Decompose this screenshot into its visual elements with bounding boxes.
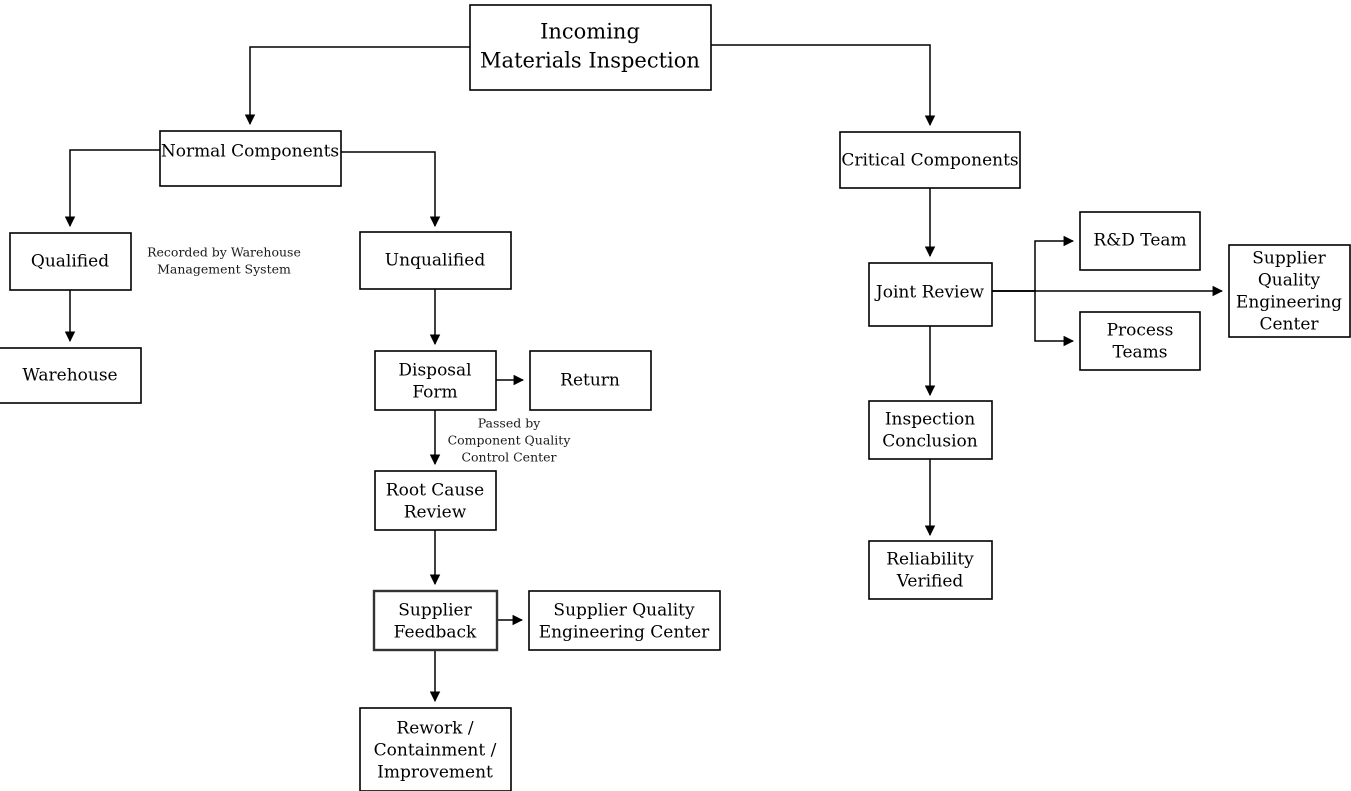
- node-supplier-feedback[interactable]: Supplier Feedback: [372, 589, 499, 652]
- node-process-teams-label-line1: Process: [1107, 321, 1174, 341]
- node-rnd-team[interactable]: R&D Team: [1079, 211, 1201, 271]
- node-supplier-feedback-label-line1: Supplier: [398, 601, 472, 621]
- node-sqec-right-label-line3: Engineering: [1236, 293, 1342, 313]
- node-normal-components-box[interactable]: [159, 130, 342, 187]
- node-normal-components-label: Normal Components: [161, 142, 339, 162]
- node-incoming-label-line2: Materials Inspection: [480, 49, 700, 73]
- node-qualified-label: Qualified: [31, 252, 109, 272]
- node-critical-components-label: Critical Components: [841, 151, 1018, 171]
- node-rework-label-line3: Improvement: [377, 763, 493, 783]
- edge-labels-layer: Recorded by Warehouse Management System …: [147, 245, 571, 465]
- node-rework-label-line1: Rework /: [396, 719, 473, 739]
- node-return-label: Return: [560, 371, 620, 391]
- node-root-cause-review-label-line1: Root Cause: [386, 481, 484, 501]
- node-joint-review[interactable]: Joint Review: [868, 262, 993, 327]
- node-root-cause-review-label-line2: Review: [404, 503, 467, 523]
- node-incoming-box[interactable]: [469, 4, 712, 91]
- node-disposal-form-label-line1: Disposal: [398, 361, 471, 381]
- node-root-cause-review-box[interactable]: [374, 470, 497, 531]
- edges-layer: [64, 44, 1224, 703]
- node-rework-box[interactable]: [359, 707, 512, 791]
- edge-joint-review-to-rnd: [992, 235, 1075, 292]
- node-inspection-conclusion-label-line2: Conclusion: [882, 432, 977, 452]
- edge-label-qualified-note-line2: Management System: [157, 262, 291, 277]
- edge-label-disposal-note-line1: Passed by: [478, 416, 542, 431]
- node-sqec-left-label-line2: Engineering Center: [539, 623, 710, 643]
- node-critical-components-box[interactable]: [839, 131, 1021, 189]
- node-rnd-team-box[interactable]: [1079, 211, 1201, 271]
- node-sqec-right-label-line2: Quality: [1258, 271, 1321, 291]
- node-reliability-verified-box[interactable]: [868, 540, 993, 600]
- node-unqualified-box[interactable]: [359, 231, 512, 290]
- node-warehouse-label: Warehouse: [22, 366, 117, 386]
- node-rework-containment-improvement[interactable]: Rework / Containment / Improvement: [359, 707, 512, 791]
- node-sqec-left-label-line1: Supplier Quality: [553, 601, 695, 621]
- node-sqec-right-label-line1: Supplier: [1252, 249, 1326, 269]
- node-qualified-box[interactable]: [9, 232, 132, 291]
- node-sqec-left-box[interactable]: [528, 590, 721, 651]
- node-rnd-team-label: R&D Team: [1093, 231, 1186, 251]
- node-disposal-form-box[interactable]: [374, 350, 497, 411]
- node-return-box[interactable]: [529, 350, 652, 411]
- node-supplier-quality-engineering-center-left[interactable]: Supplier Quality Engineering Center: [528, 590, 721, 651]
- node-incoming-materials-inspection[interactable]: Incoming Materials Inspection: [469, 4, 712, 91]
- node-critical-components[interactable]: Critical Components: [839, 131, 1021, 189]
- node-inspection-conclusion[interactable]: Inspection Conclusion: [868, 400, 993, 460]
- node-reliability-verified-label-line2: Verified: [896, 572, 964, 592]
- node-warehouse-box[interactable]: [0, 347, 142, 404]
- node-supplier-quality-engineering-center-right[interactable]: Supplier Quality Engineering Center: [1228, 244, 1351, 338]
- node-unqualified[interactable]: Unqualified: [359, 231, 512, 290]
- edge-incoming-to-critical: [711, 44, 936, 127]
- node-process-teams-box[interactable]: [1079, 311, 1201, 371]
- edge-label-disposal-note-line3: Control Center: [461, 450, 556, 465]
- node-process-teams-label-line2: Teams: [1112, 343, 1167, 363]
- node-normal-components[interactable]: Normal Components: [159, 130, 342, 187]
- node-return[interactable]: Return: [529, 350, 652, 411]
- node-joint-review-box[interactable]: [868, 262, 993, 327]
- nodes-layer: Incoming Materials Inspection Normal Com…: [0, 4, 1351, 791]
- edge-normal-to-qualified: [64, 149, 160, 228]
- node-disposal-form[interactable]: Disposal Form: [374, 350, 497, 411]
- edge-label-disposal-note-line2: Component Quality: [448, 433, 572, 448]
- node-inspection-conclusion-box[interactable]: [868, 400, 993, 460]
- node-supplier-feedback-label-line2: Feedback: [394, 623, 477, 643]
- node-qualified[interactable]: Qualified: [9, 232, 132, 291]
- node-sqec-right-box[interactable]: [1228, 244, 1351, 338]
- node-unqualified-label: Unqualified: [385, 251, 486, 271]
- edge-joint-review-to-process-teams: [992, 290, 1075, 347]
- node-joint-review-label: Joint Review: [874, 283, 985, 303]
- node-process-teams[interactable]: Process Teams: [1079, 311, 1201, 371]
- node-reliability-verified-label-line1: Reliability: [886, 550, 974, 570]
- node-warehouse[interactable]: Warehouse: [0, 347, 142, 404]
- node-disposal-form-label-line2: Form: [412, 383, 457, 403]
- node-inspection-conclusion-label-line1: Inspection: [885, 410, 975, 430]
- node-incoming-label-line1: Incoming: [540, 20, 640, 44]
- node-sqec-right-label-line4: Center: [1259, 315, 1319, 335]
- edge-label-qualified-note-line1: Recorded by Warehouse: [147, 245, 301, 260]
- node-supplier-feedback-box[interactable]: [372, 589, 499, 652]
- node-root-cause-review[interactable]: Root Cause Review: [374, 470, 497, 531]
- node-rework-label-line2: Containment /: [374, 741, 497, 761]
- edge-incoming-to-normal: [244, 46, 470, 126]
- edge-normal-to-unqualified: [341, 151, 441, 228]
- node-reliability-verified[interactable]: Reliability Verified: [868, 540, 993, 600]
